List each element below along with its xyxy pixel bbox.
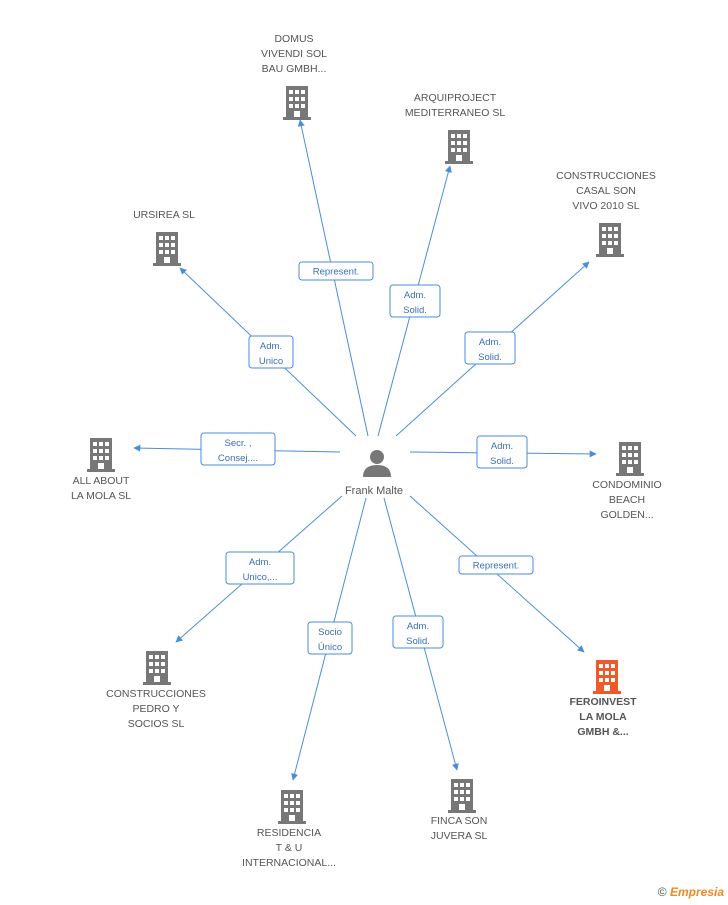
company-name-line: BEACH <box>609 494 645 506</box>
edge-label-arquiproject[interactable]: Adm. Solid. <box>389 284 441 318</box>
building-icon <box>593 660 621 694</box>
company-name-line: VIVENDI SOL <box>261 48 327 60</box>
company-node-feroinvest[interactable]: FEROINVEST LA MOLA GMBH &... <box>569 660 637 738</box>
edge-label-text: Adm. <box>249 557 271 568</box>
footer-credit: © Empresia <box>658 885 724 899</box>
edge-label-text: Solid. <box>403 305 427 316</box>
edge-label-text: Adm. <box>479 337 501 348</box>
center-person-name: Frank Malte <box>345 485 403 497</box>
company-node-arquiproject[interactable]: ARQUIPROJECT MEDITERRANEO SL <box>405 92 506 164</box>
company-name-line: JUVERA SL <box>431 830 488 842</box>
company-node-construcciones-casal[interactable]: CONSTRUCCIONES CASAL SON VIVO 2010 SL <box>556 170 656 257</box>
edge-label-text: Solid. <box>478 352 502 363</box>
edge-label-text: Adm. <box>407 621 429 632</box>
building-icon <box>87 438 115 472</box>
company-name-line: GOLDEN... <box>600 509 653 521</box>
company-name-line: CONDOMINIO <box>592 479 661 491</box>
edge-label-text: Solid. <box>406 636 430 647</box>
company-name-line: CONSTRUCCIONES <box>106 688 206 700</box>
brand-logo: Empresia <box>669 885 724 899</box>
edge-label-construcciones-casal[interactable]: Adm. Solid. <box>464 331 516 365</box>
edge-label-text: Unico <box>259 356 283 367</box>
building-icon <box>448 779 476 813</box>
company-name-line: CASAL SON <box>576 185 636 197</box>
company-node-finca[interactable]: FINCA SON JUVERA SL <box>431 779 488 842</box>
company-node-all-about[interactable]: ALL ABOUT LA MOLA SL <box>71 438 131 502</box>
company-name-line: LA MOLA SL <box>71 490 131 502</box>
company-name-line: VIVO 2010 SL <box>572 200 639 212</box>
company-node-residencia[interactable]: RESIDENCIA T & U INTERNACIONAL... <box>242 790 336 869</box>
edge-label-text: Adm. <box>491 441 513 452</box>
company-name-line: ARQUIPROJECT <box>414 92 497 104</box>
company-name-line: LA MOLA <box>579 711 627 723</box>
edge-label-text: Represent. <box>473 561 519 572</box>
edge-label-text: Único <box>318 642 342 653</box>
building-icon <box>143 651 171 685</box>
edge-label-feroinvest[interactable]: Represent. <box>458 555 534 575</box>
edge-label-domus[interactable]: Represent. <box>298 261 374 281</box>
company-name-line: T & U <box>276 842 303 854</box>
company-name-line: INTERNACIONAL... <box>242 857 336 869</box>
company-node-ursirea[interactable]: URSIREA SL <box>133 209 195 266</box>
company-name-line: ALL ABOUT <box>73 475 130 487</box>
building-icon <box>283 86 311 120</box>
company-name-line: DOMUS <box>274 33 313 45</box>
edge-label-text: Adm. <box>260 341 282 352</box>
edge-label-text: Represent. <box>313 267 359 278</box>
company-name-line: RESIDENCIA <box>257 827 321 839</box>
copyright-symbol: © <box>657 885 667 899</box>
company-name-line: URSIREA SL <box>133 209 195 221</box>
edge-label-finca[interactable]: Adm. Solid. <box>392 615 444 649</box>
person-icon <box>363 450 391 477</box>
edge-label-text: Unico,... <box>243 572 278 583</box>
company-name-line: PEDRO Y <box>132 703 179 715</box>
edge-label-condominio[interactable]: Adm. Solid. <box>476 435 528 469</box>
building-icon <box>153 232 181 266</box>
edge-label-text: Consej.... <box>218 453 258 464</box>
building-icon <box>616 442 644 476</box>
edge-label-ursirea[interactable]: Adm. Unico <box>248 335 294 369</box>
edge-label-text: Secr. , <box>225 438 252 449</box>
edge-label-construcciones-pedro[interactable]: Adm. Unico,... <box>225 551 295 585</box>
building-icon <box>445 130 473 164</box>
company-name-line: SOCIOS SL <box>128 718 185 730</box>
company-node-condominio[interactable]: CONDOMINIO BEACH GOLDEN... <box>592 442 662 521</box>
edge-label-text: Solid. <box>490 456 514 467</box>
company-name-line: MEDITERRANEO SL <box>405 107 506 119</box>
center-person[interactable]: Frank Malte <box>345 450 403 497</box>
building-icon <box>278 790 306 824</box>
company-name-line: GMBH &... <box>577 726 628 738</box>
company-name-line: CONSTRUCCIONES <box>556 170 656 182</box>
building-icon <box>596 223 624 257</box>
company-node-construcciones-pedro[interactable]: CONSTRUCCIONES PEDRO Y SOCIOS SL <box>106 651 206 730</box>
edge-label-all-about[interactable]: Secr. , Consej.... <box>200 432 276 466</box>
company-name-line: FINCA SON <box>431 815 488 827</box>
company-name-line: BAU GMBH... <box>262 63 327 75</box>
edge-label-text: Adm. <box>404 290 426 301</box>
company-node-domus[interactable]: DOMUS VIVENDI SOL BAU GMBH... <box>261 33 327 120</box>
company-name-line: FEROINVEST <box>569 696 637 708</box>
edge-label-text: Socio <box>318 627 342 638</box>
